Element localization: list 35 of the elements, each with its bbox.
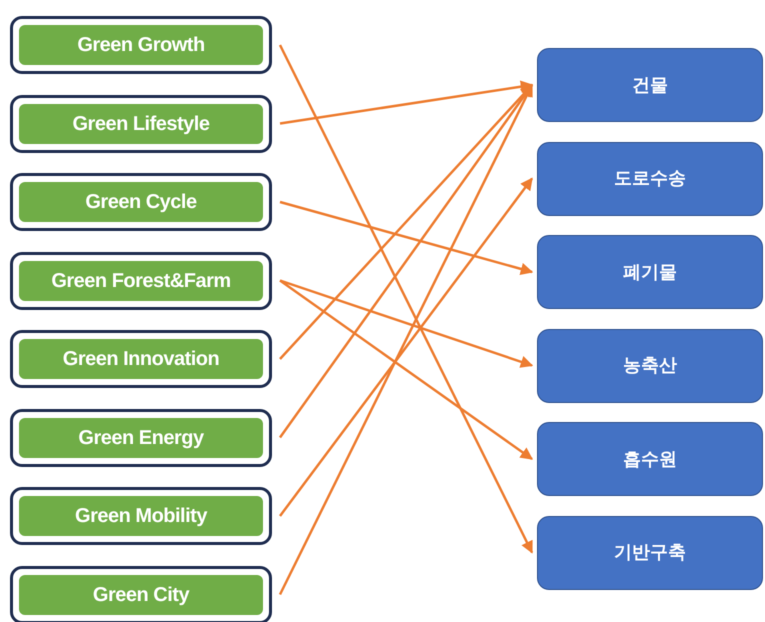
category-frame xyxy=(10,330,272,388)
sector-box xyxy=(537,328,763,402)
sector-box xyxy=(537,48,763,122)
arrow xyxy=(280,80,534,125)
sector-label: 도로수송 xyxy=(614,167,686,190)
arrow xyxy=(280,200,534,275)
category-frame xyxy=(10,173,272,231)
sector-box xyxy=(537,516,763,590)
category-label: Green Growth xyxy=(19,25,263,65)
sector-label: 폐기물 xyxy=(623,260,677,284)
category-frame xyxy=(10,487,272,545)
category-frame xyxy=(10,94,272,152)
category-label: Green Lifestyle xyxy=(19,104,263,144)
category-label: Green City xyxy=(19,574,263,614)
category-frame xyxy=(10,252,272,310)
sector-box xyxy=(537,422,763,496)
category-frame xyxy=(10,566,272,622)
category-label: Green Innovation xyxy=(19,339,263,379)
arrow xyxy=(278,84,534,438)
sector-box xyxy=(537,142,763,216)
sector-label: 건물 xyxy=(632,74,668,96)
arrow xyxy=(279,279,534,460)
category-frame xyxy=(10,408,272,466)
category-frame xyxy=(10,16,272,74)
arrow xyxy=(279,84,533,360)
sector-label: 기반구축 xyxy=(614,541,686,564)
category-label: Green Mobility xyxy=(19,496,263,536)
arrow xyxy=(280,279,534,368)
category-label: Green Energy xyxy=(19,418,263,458)
arrow xyxy=(279,178,533,517)
category-label: Green Forest&Farm xyxy=(19,260,263,300)
sector-label: 농축산 xyxy=(623,354,677,377)
sector-label: 흡수원 xyxy=(623,448,677,470)
sector-box xyxy=(537,235,763,309)
category-label: Green Cycle xyxy=(19,182,263,222)
